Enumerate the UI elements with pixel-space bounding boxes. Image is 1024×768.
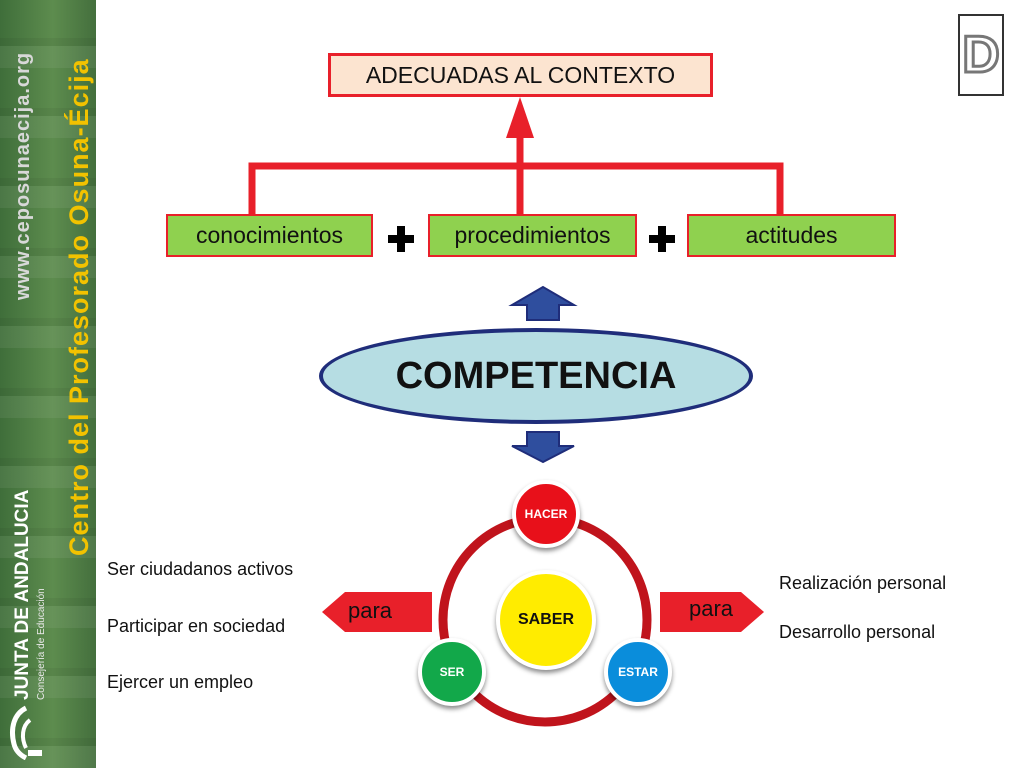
para-arrow-right: [660, 592, 764, 632]
para-left-label: para: [348, 598, 393, 623]
sidebar-banner: www.ceposunaecija.org Centro del Profeso…: [0, 0, 96, 768]
estar-circle: ESTAR: [604, 638, 672, 706]
actitudes-box: actitudes: [687, 214, 896, 257]
connector-right: [520, 162, 784, 214]
left-list-item: Participar en sociedad: [107, 616, 286, 636]
competencia-label: COMPETENCIA: [395, 354, 677, 397]
ser-circle: SER: [418, 638, 486, 706]
junta-logo-icon: [10, 705, 42, 760]
up-arrow-navy: [508, 285, 578, 321]
conocimientos-box: conocimientos: [166, 214, 373, 257]
plus-icon: [388, 226, 414, 252]
right-list-item: Realización personal: [779, 573, 947, 593]
slide-letter-badge: D: [958, 14, 1004, 96]
para-right-label: para: [689, 596, 734, 621]
right-list-item: Desarrollo personal: [779, 622, 936, 642]
up-arrow-red: [506, 97, 534, 138]
left-list-item: Ser ciudadanos activos: [107, 559, 294, 579]
plus-icon: [649, 226, 675, 252]
procedimientos-box: procedimientos: [428, 214, 637, 257]
keyboard-background: [0, 0, 96, 768]
down-arrow-navy: [511, 431, 575, 464]
adecuadas-box: ADECUADAS AL CONTEXTO: [328, 53, 713, 97]
left-list-item: Ejercer un empleo: [107, 672, 254, 692]
para-arrow-left: [322, 592, 432, 632]
hacer-circle: HACER: [512, 480, 580, 548]
saber-circle: SABER: [496, 570, 596, 670]
competencia-ellipse: COMPETENCIA: [319, 328, 753, 424]
connector-left: [248, 162, 520, 214]
